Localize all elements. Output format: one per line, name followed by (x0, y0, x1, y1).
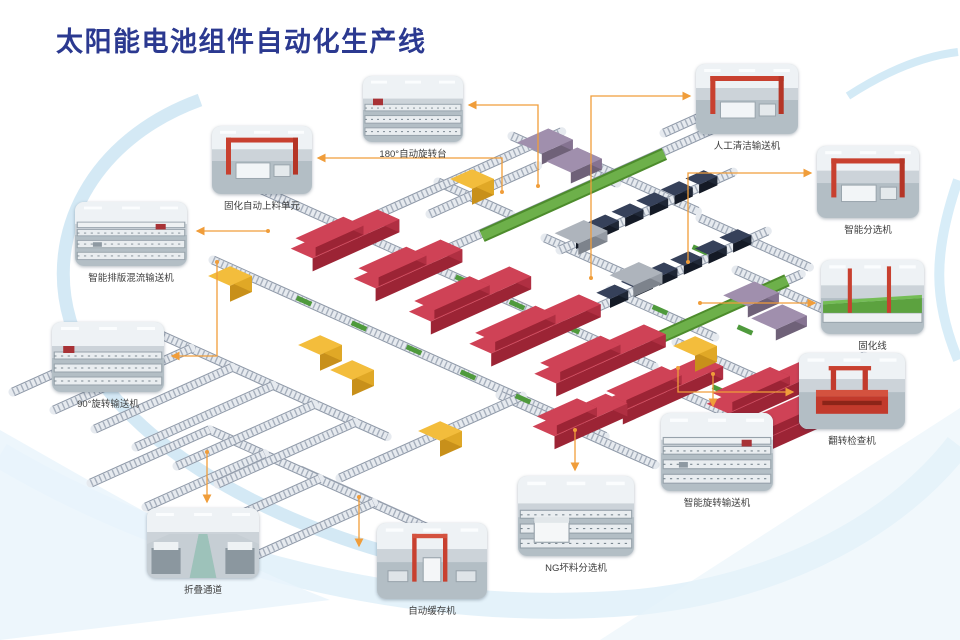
equipment-label: 翻转检查机 (828, 436, 876, 447)
equipment-label: NG坏料分选机 (545, 563, 607, 574)
callout-rotate-180: 180°自动旋转台 (363, 76, 463, 160)
equipment-photo (821, 260, 924, 334)
callout-rotate-90: 90°旋转输送机 (52, 322, 164, 410)
callout-smart-sort: 智能分选机 (817, 146, 919, 236)
equipment-photo (799, 353, 905, 429)
equipment-label: 智能旋转输送机 (683, 498, 751, 509)
equipment-label: 折叠通道 (183, 585, 222, 596)
equipment-label: 固化线 (858, 341, 887, 352)
equipment-photo (518, 476, 634, 556)
callout-manual-clean: 人工清洁输送机 (696, 64, 798, 152)
page-title: 太阳能电池组件自动化生产线 (56, 27, 427, 57)
equipment-label: 智能分选机 (844, 225, 892, 236)
callout-curing-loader: 固化自动上料单元 (212, 126, 312, 212)
equipment-photo (377, 523, 487, 599)
callout-fold-channel: 折叠通道 (147, 508, 259, 596)
equipment-photo (75, 202, 187, 266)
equipment-photo (52, 322, 164, 392)
equipment-photo (212, 126, 312, 194)
equipment-label: 智能排版混流输送机 (88, 273, 174, 284)
equipment-photo (661, 413, 773, 491)
equipment-label: 90°旋转输送机 (77, 399, 139, 410)
equipment-photo (147, 508, 259, 578)
callout-smart-rotary: 智能旋转输送机 (661, 413, 773, 509)
equipment-label: 固化自动上料单元 (223, 201, 300, 212)
equipment-label: 180°自动旋转台 (379, 149, 447, 160)
callout-auto-buffer: 自动缓存机 (377, 523, 487, 617)
callout-smart-layout: 智能排版混流输送机 (75, 202, 187, 284)
equipment-label: 人工清洁输送机 (713, 141, 781, 152)
callout-ng-sort: NG坏料分选机 (518, 476, 634, 574)
equipment-photo (363, 76, 463, 142)
callout-curing-line: 固化线 (821, 260, 924, 352)
callout-flip-inspect: 翻转检查机 (799, 353, 905, 447)
equipment-label: 自动缓存机 (408, 606, 456, 617)
equipment-photo (817, 146, 919, 218)
equipment-photo (696, 64, 798, 134)
